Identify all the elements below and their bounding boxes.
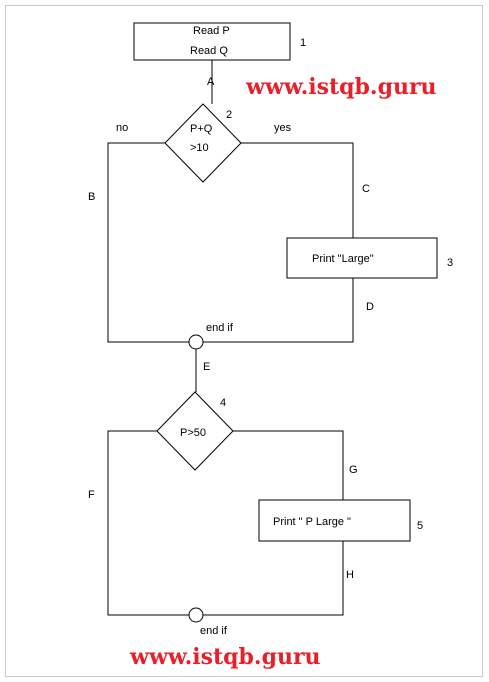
edge-label-h: H xyxy=(346,569,354,581)
read-line2: Read Q xyxy=(190,45,228,57)
edge-f-line xyxy=(107,430,189,616)
image-frame xyxy=(5,5,483,677)
cond1-line2: >10 xyxy=(190,142,209,154)
endif-join-1 xyxy=(188,334,204,350)
read-line1: Read P xyxy=(193,25,230,37)
edge-label-b: B xyxy=(88,191,95,203)
edge-g-line xyxy=(233,430,344,500)
edge-label-c: C xyxy=(362,183,370,195)
flow-lines xyxy=(107,60,354,616)
decision-diamond-1 xyxy=(164,103,242,183)
branch-no-label: no xyxy=(116,122,128,134)
read-box xyxy=(133,22,291,61)
edge-label-g: G xyxy=(349,464,358,476)
print-p-large-text: Print " P Large " xyxy=(273,516,351,528)
node-number-2: 2 xyxy=(226,109,232,121)
endif-label-2: end if xyxy=(200,625,228,637)
endif-label-1: end if xyxy=(206,322,234,334)
node-number-4: 4 xyxy=(220,397,226,409)
edge-label-a: A xyxy=(207,76,215,88)
edge-c-line xyxy=(240,142,354,238)
edge-d-line xyxy=(203,278,354,343)
cond2-text: P>50 xyxy=(180,427,206,439)
watermark-bottom: www.istqb.guru xyxy=(129,644,321,670)
decision-diamond-2 xyxy=(156,391,234,471)
edge-label-d: D xyxy=(366,301,374,313)
node-number-1: 1 xyxy=(300,37,306,49)
cond1-line1: P+Q xyxy=(190,123,213,135)
print-large-text: Print "Large" xyxy=(312,253,374,265)
edge-b-line xyxy=(107,142,189,343)
endif-join-2 xyxy=(188,607,204,623)
branch-yes-label: yes xyxy=(274,122,292,134)
node-number-3: 3 xyxy=(447,257,453,269)
print-large-box xyxy=(286,237,438,279)
edge-label-f: F xyxy=(88,489,95,501)
edge-h-line xyxy=(203,541,344,616)
print-p-large-box xyxy=(258,499,411,542)
edge-label-e: E xyxy=(203,361,210,373)
watermark-top: www.istqb.guru xyxy=(245,74,437,100)
node-number-5: 5 xyxy=(417,520,423,532)
